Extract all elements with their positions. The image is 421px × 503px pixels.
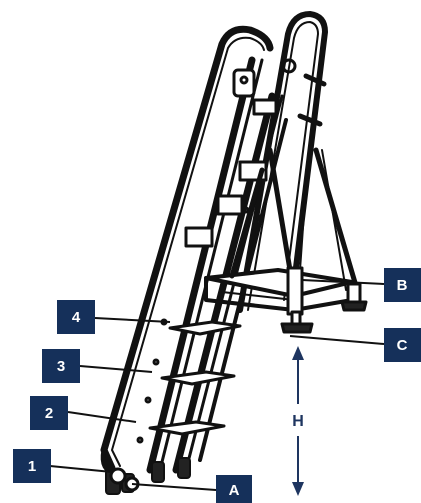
arrow-up-icon — [292, 346, 304, 360]
leader-1 — [49, 465, 113, 473]
ladder-platform — [204, 268, 354, 312]
badge-1: 1 — [13, 449, 51, 483]
badge-2-label: 2 — [45, 405, 53, 422]
badge-c-label: C — [397, 337, 408, 354]
badge-3-label: 3 — [57, 358, 65, 375]
badge-a-label: A — [229, 482, 240, 499]
back-frame-bolt-hole — [281, 58, 297, 74]
adjustable-foot-c — [280, 266, 314, 334]
callout-leaders — [49, 279, 385, 491]
ladder-clamps — [184, 68, 278, 248]
badge-a: A — [216, 475, 252, 503]
badge-4: 4 — [57, 300, 95, 334]
leader-2 — [67, 411, 137, 423]
arrow-down-icon — [292, 482, 304, 496]
badge-b: B — [384, 268, 421, 302]
leader-4 — [94, 317, 171, 323]
ladder-steps — [148, 320, 242, 436]
ladder-front-rails — [146, 56, 288, 474]
height-arrow: H — [292, 346, 304, 496]
leader-b — [301, 279, 385, 285]
leader-c — [289, 335, 385, 345]
leader-3 — [79, 365, 153, 373]
badge-c: C — [384, 328, 421, 362]
badge-3: 3 — [42, 349, 80, 383]
ladder-back-frame — [237, 11, 328, 313]
badge-4-label: 4 — [72, 309, 81, 326]
adjustable-foot-b — [340, 282, 368, 312]
height-label: H — [292, 413, 304, 430]
badge-2: 2 — [30, 396, 68, 430]
badge-b-label: B — [397, 277, 408, 294]
leader-a — [131, 483, 217, 491]
badge-1-label: 1 — [28, 458, 36, 475]
ladder-bottom-feet — [105, 457, 191, 495]
ladder-braces — [229, 147, 359, 291]
ladder-illustration — [100, 11, 368, 495]
